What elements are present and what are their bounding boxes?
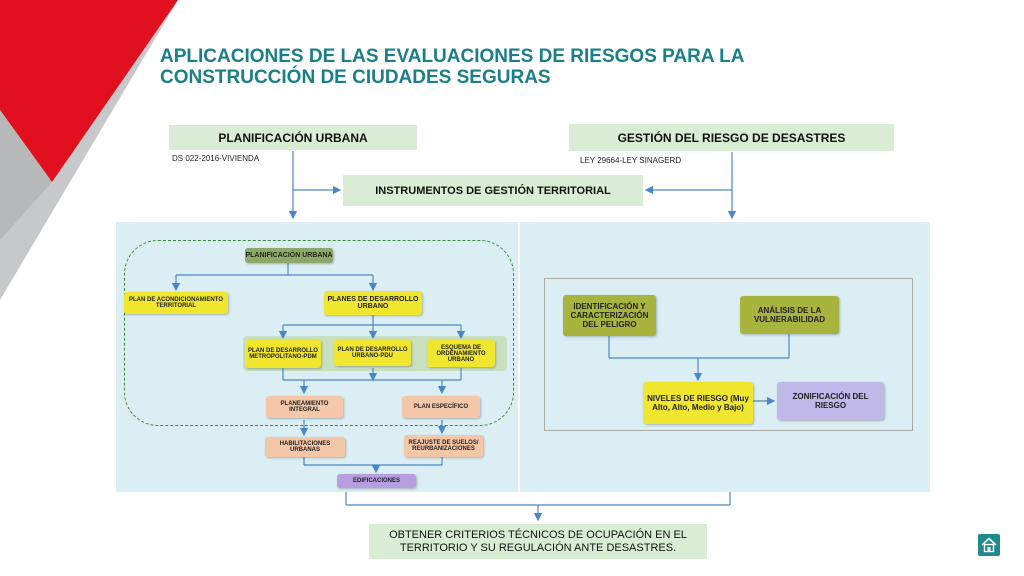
identificacion-peligro-box: IDENTIFICACIÓN Y CARACTERIZACIÓN DEL PEL… [563, 295, 656, 336]
habilitaciones-box: HABILITACIONES URBANAS [265, 437, 345, 457]
risk-frame [544, 278, 913, 431]
gestion-subtitle: LEY 29664-LEY SINAGERD [580, 156, 682, 165]
pdm-box: PLAN DE DESARROLLO METROPOLITANO-PDM [245, 340, 321, 368]
planificacion-urbana-box: PLANIFICACIÓN URBANA [245, 248, 333, 263]
home-button[interactable] [978, 534, 1000, 556]
shade-corner-shape [0, 110, 52, 240]
instrumentos-header: INSTRUMENTOS DE GESTIÓN TERRITORIAL [343, 175, 643, 206]
conclusion-box: OBTENER CRITERIOS TÉCNICOS DE OCUPACIÓN … [369, 524, 707, 559]
esquema-box: ESQUEMA DE ORDENAMIENTO URBANO [427, 340, 495, 367]
planeamiento-integral-box: PLANEAMIENTO INTEGRAL [266, 396, 343, 418]
planificacion-dashed-group [124, 240, 514, 426]
planes-desarrollo-box: PLANES DE DESARROLLO URBANO [324, 291, 422, 315]
pdu-box: PLAN DE DESARROLLO URBANO-PDU [334, 340, 411, 366]
reajuste-box: REAJUSTE DE SUELOS/ REURBANIZACIONES [404, 435, 483, 457]
right-panel [520, 222, 930, 492]
plan-especifico-box: PLAN ESPECÍFICO [402, 396, 480, 418]
analisis-vulnerabilidad-box: ANÁLISIS DE LA VULNERABILIDAD [740, 296, 839, 334]
planificacion-subtitle: DS 022-2016-VIVIENDA [172, 154, 260, 163]
arrow-lines [171, 151, 790, 522]
gestion-header: GESTIÓN DEL RIESGO DE DESASTRES [569, 124, 894, 151]
zonificacion-riesgo-box: ZONIFICACIÓN DEL RIESGO [777, 382, 884, 420]
home-icon [981, 537, 997, 553]
niveles-riesgo-box: NIVELES DE RIESGO (Muy Alto, Alto, Medio… [643, 382, 753, 424]
edificaciones-box: EDIFICACIONES [337, 474, 416, 488]
red-corner-shape [0, 0, 178, 182]
plan-acondicionamiento-box: PLAN DE ACONDICIONAMIENTO TERRITORIAL [124, 292, 228, 314]
planificacion-header: PLANIFICACIÓN URBANA [169, 125, 417, 150]
slide-title: APLICACIONES DE LAS EVALUACIONES DE RIES… [160, 46, 745, 88]
